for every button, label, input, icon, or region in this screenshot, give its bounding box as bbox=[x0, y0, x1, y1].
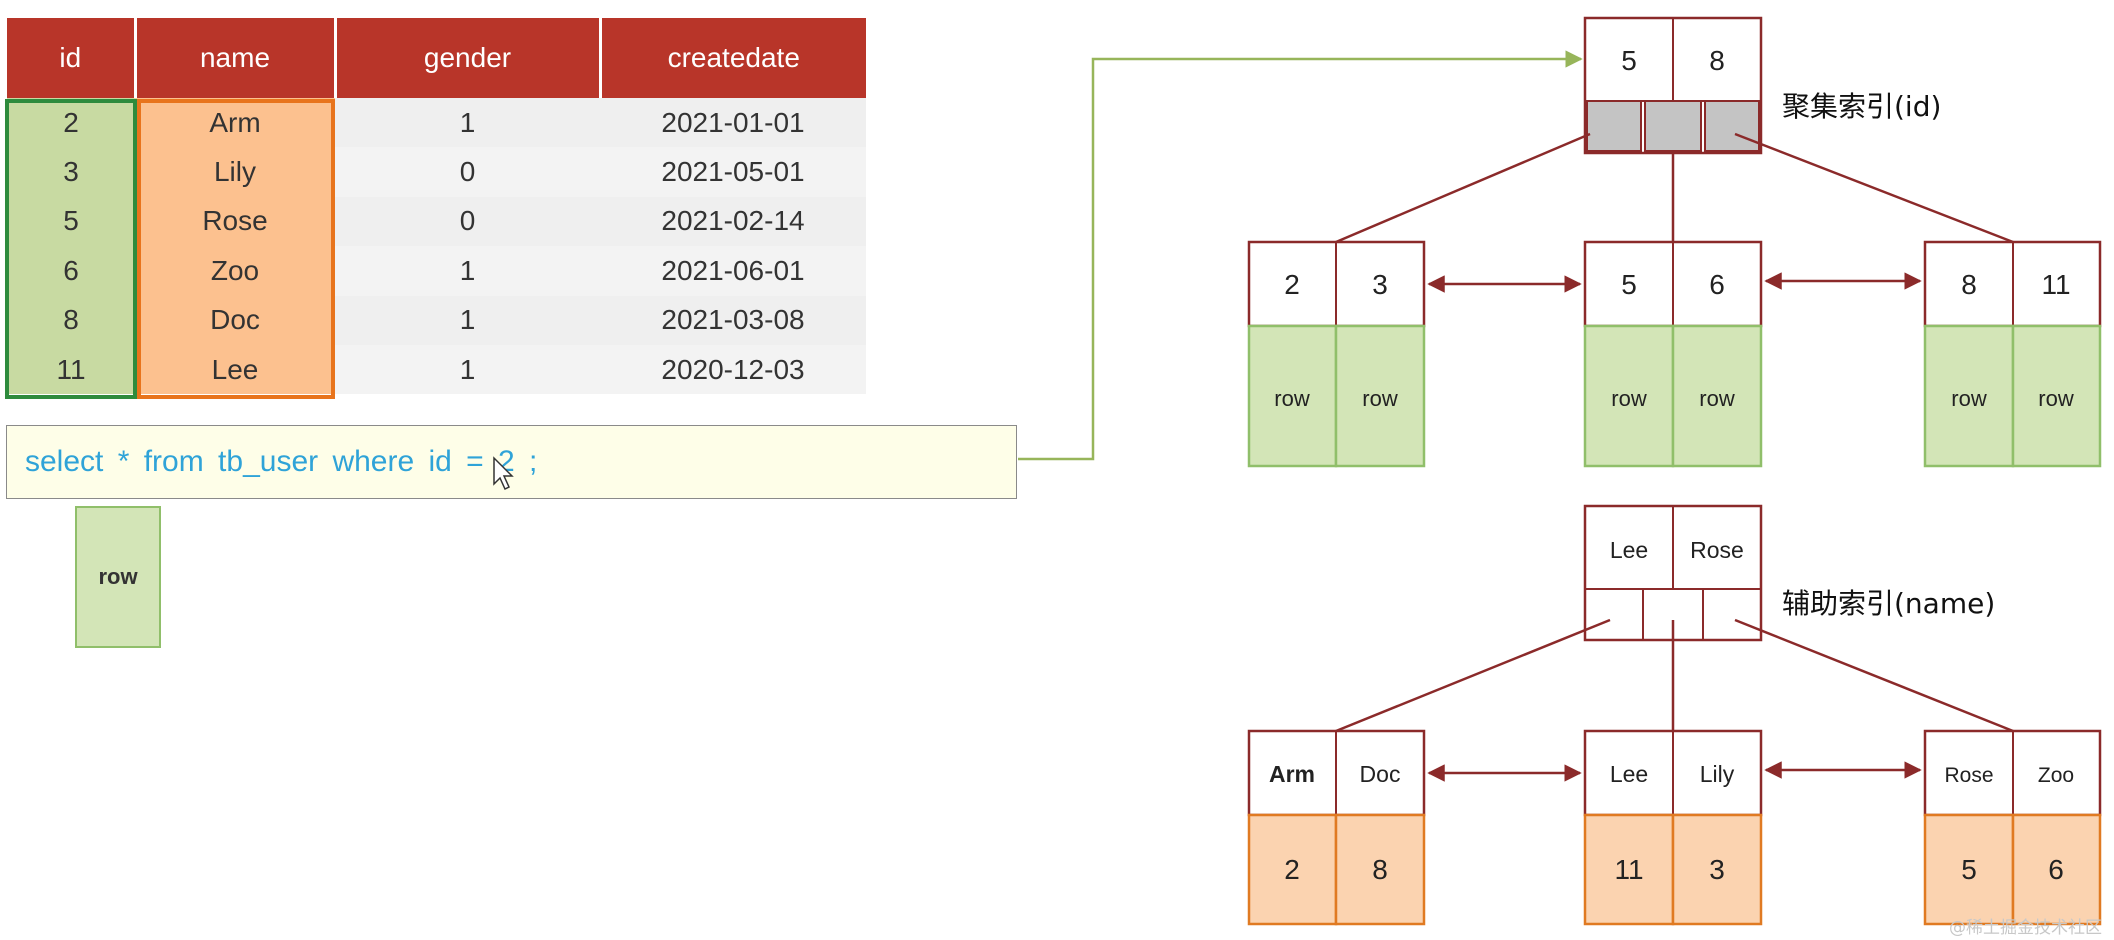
cell-gender: 1 bbox=[335, 98, 600, 148]
mouse-cursor-icon bbox=[493, 456, 514, 491]
leaf-key: 6 bbox=[1709, 269, 1725, 300]
clustered-index-title: 聚集索引(id) bbox=[1782, 90, 1941, 123]
cell-createdate: 2021-01-01 bbox=[600, 98, 866, 148]
table-row: 8 Doc 1 2021-03-08 bbox=[7, 295, 866, 345]
tree-edge bbox=[1734, 132, 2014, 244]
leaf-key: 8 bbox=[1961, 269, 1977, 300]
leaf-primary-key: 8 bbox=[1372, 854, 1388, 885]
cell-id: 8 bbox=[7, 295, 135, 345]
cell-createdate: 2021-03-08 bbox=[600, 295, 866, 345]
clustered-root-key: 8 bbox=[1709, 45, 1725, 76]
sql-query-text: select * from tb_user where id = 2 ; bbox=[25, 445, 538, 478]
clustered-leaf-node: 8 11 row row bbox=[1923, 240, 2102, 468]
cell-id: 6 bbox=[7, 246, 135, 296]
table-row: 11 Lee 1 2020-12-03 bbox=[7, 344, 866, 395]
leaf-row-value: row bbox=[1362, 386, 1398, 411]
tb-user-table: id name gender createdate 2 Arm 1 2021-0… bbox=[7, 18, 866, 395]
root-pointer-slot bbox=[1704, 100, 1760, 152]
clustered-root-key: 5 bbox=[1621, 45, 1637, 76]
secondary-root-node: Lee Rose bbox=[1583, 504, 1763, 642]
watermark-text: @稀土掘金技术社区 bbox=[1949, 918, 2102, 938]
leaf-primary-key: 3 bbox=[1709, 854, 1725, 885]
leaf-key: Doc bbox=[1360, 761, 1401, 787]
secondary-root-key: Rose bbox=[1690, 537, 1744, 563]
cell-gender: 1 bbox=[335, 344, 600, 395]
root-pointer-slot bbox=[1586, 100, 1642, 152]
result-row-label: row bbox=[98, 564, 138, 589]
secondary-leaf-node: Lee Lily 11 3 bbox=[1583, 729, 1763, 926]
cell-name: Zoo bbox=[135, 246, 335, 296]
leaf-row-value: row bbox=[1611, 386, 1647, 411]
leaf-row-value: row bbox=[1951, 386, 1987, 411]
leaf-row-value: row bbox=[1699, 386, 1735, 411]
leaf-row-value: row bbox=[1274, 386, 1310, 411]
cell-gender: 0 bbox=[335, 147, 600, 197]
leaf-key: Arm bbox=[1269, 761, 1315, 787]
leaf-key: 2 bbox=[1284, 269, 1300, 300]
leaf-primary-key: 5 bbox=[1961, 854, 1977, 885]
query-to-clustered-index-connector bbox=[1018, 50, 1583, 461]
cell-createdate: 2021-06-01 bbox=[600, 246, 866, 296]
cell-name: Rose bbox=[135, 196, 335, 247]
cell-name: Arm bbox=[135, 98, 335, 148]
leaf-primary-key: 6 bbox=[2048, 854, 2064, 885]
tree-edge bbox=[1335, 618, 1611, 733]
cell-id: 5 bbox=[7, 196, 135, 247]
secondary-leaf-node: Rose Zoo 5 6 bbox=[1923, 729, 2102, 926]
cell-gender: 1 bbox=[335, 295, 600, 345]
table-row: 5 Rose 0 2021-02-14 bbox=[7, 196, 866, 247]
leaf-key: Zoo bbox=[2038, 764, 2074, 787]
leaf-key: 5 bbox=[1621, 269, 1637, 300]
cell-id: 2 bbox=[7, 98, 135, 148]
column-header-gender: gender bbox=[335, 18, 602, 98]
secondary-index-title: 辅助索引(name) bbox=[1782, 587, 1995, 620]
cell-id: 3 bbox=[7, 147, 135, 197]
cell-name: Doc bbox=[135, 295, 335, 345]
sql-query-box: select * from tb_user where id = 2 ; bbox=[6, 425, 1017, 499]
column-header-id: id bbox=[7, 18, 137, 98]
leaf-key: 3 bbox=[1372, 269, 1388, 300]
table-header-row: id name gender createdate bbox=[7, 18, 866, 98]
cell-name: Lily bbox=[135, 147, 335, 197]
clustered-root-node: 5 8 bbox=[1583, 16, 1763, 155]
table-row: 2 Arm 1 2021-01-01 bbox=[7, 98, 866, 148]
leaf-key: Lily bbox=[1700, 761, 1735, 787]
cell-gender: 1 bbox=[335, 246, 600, 296]
clustered-index-tree: 5 8 聚集索引(id) 2 3 row row bbox=[1247, 16, 2102, 468]
cell-name: Lee bbox=[135, 344, 335, 395]
tree-edge bbox=[1734, 618, 2014, 733]
leaf-row-value: row bbox=[2038, 386, 2074, 411]
leaf-primary-key: 2 bbox=[1284, 854, 1300, 885]
tree-edge bbox=[1335, 132, 1591, 244]
column-header-name: name bbox=[135, 18, 337, 98]
cell-gender: 0 bbox=[335, 196, 600, 247]
table-row: 6 Zoo 1 2021-06-01 bbox=[7, 246, 866, 296]
secondary-index-tree: Lee Rose 辅助索引(name) Arm Doc 2 8 bbox=[1247, 504, 2102, 926]
clustered-leaf-node: 5 6 row row bbox=[1583, 240, 1763, 468]
leaf-key: Lee bbox=[1610, 761, 1648, 787]
cell-createdate: 2021-05-01 bbox=[600, 147, 866, 197]
table-row: 3 Lily 0 2021-05-01 bbox=[7, 147, 866, 197]
query-result-row: row bbox=[75, 506, 161, 648]
cell-createdate: 2021-02-14 bbox=[600, 196, 866, 247]
leaf-key: 11 bbox=[2041, 269, 2070, 300]
root-pointer-slot bbox=[1644, 100, 1702, 152]
secondary-leaf-node: Arm Doc 2 8 bbox=[1247, 729, 1426, 926]
column-header-createdate: createdate bbox=[600, 18, 866, 98]
cell-createdate: 2020-12-03 bbox=[600, 344, 866, 395]
cell-id: 11 bbox=[7, 344, 135, 395]
leaf-key: Rose bbox=[1944, 764, 1993, 787]
secondary-root-key: Lee bbox=[1610, 537, 1648, 563]
leaf-primary-key: 11 bbox=[1614, 854, 1643, 885]
clustered-leaf-node: 2 3 row row bbox=[1247, 240, 1426, 468]
